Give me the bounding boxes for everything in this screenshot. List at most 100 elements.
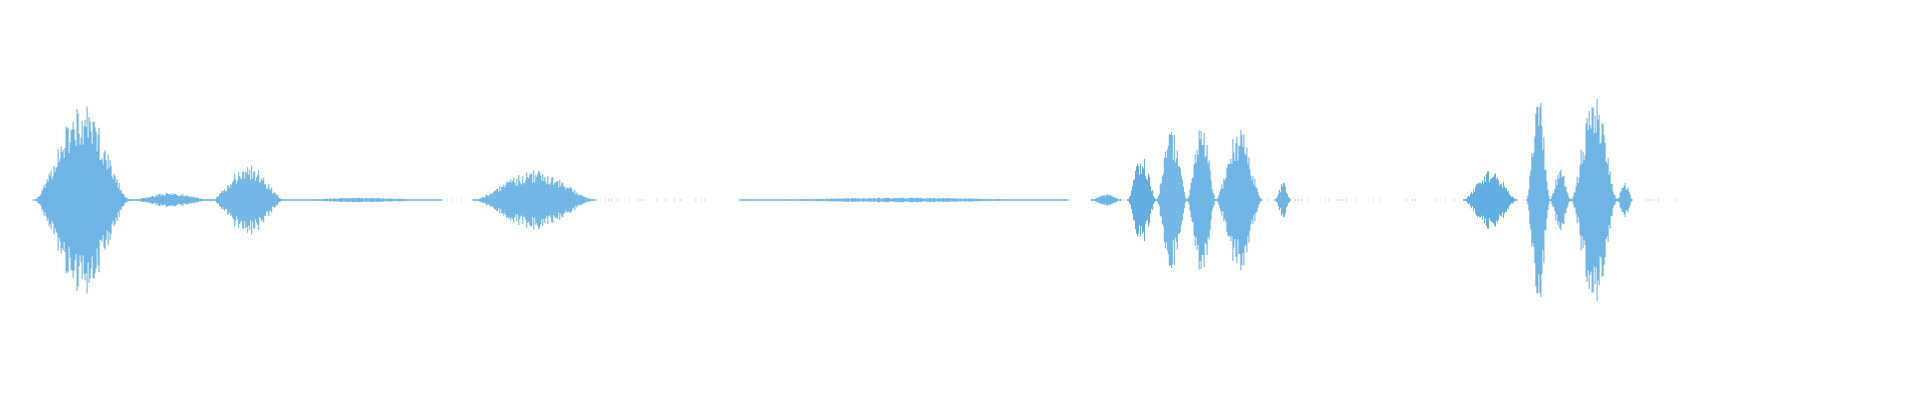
waveform-sample-bar <box>938 198 940 202</box>
waveform-sample-bar <box>935 198 937 202</box>
waveform-sample-bar <box>249 170 251 230</box>
waveform-sample-bar <box>219 193 221 207</box>
waveform-sample-bar <box>1615 198 1617 202</box>
waveform-sample-bar <box>37 197 39 203</box>
waveform-sample-bar <box>97 134 99 266</box>
waveform-sample-bar <box>1066 199 1068 201</box>
waveform-sample-bar <box>59 159 61 241</box>
waveform-sample-bar <box>1511 197 1512 203</box>
waveform-sample-bar <box>752 199 754 201</box>
waveform-sample-bar <box>1013 199 1015 201</box>
waveform-sample-bar <box>169 194 171 206</box>
waveform-sample-bar <box>1130 195 1131 205</box>
waveform-sample-bar <box>922 198 924 202</box>
waveform-sample-bar <box>54 171 56 229</box>
waveform-sample-bar <box>315 199 317 201</box>
waveform-sample-bar <box>1529 175 1531 225</box>
waveform-sample-bar <box>272 193 274 207</box>
waveform-sample-bar <box>198 198 200 202</box>
waveform-baseline-fleck <box>638 199 639 201</box>
waveform-sample-bar <box>580 194 582 206</box>
waveform-sample-bar <box>1049 199 1051 201</box>
waveform-sample-bar <box>491 193 493 207</box>
waveform-sample-bar <box>1101 195 1103 205</box>
waveform-sample-bar <box>319 199 321 201</box>
waveform-sample-bar <box>1546 181 1548 219</box>
waveform-sample-bar <box>1233 152 1235 248</box>
waveform-sample-bar <box>1284 186 1286 214</box>
waveform-sample-bar <box>1155 199 1157 201</box>
waveform-sample-bar <box>526 172 528 228</box>
waveform-sample-bar <box>230 183 232 217</box>
waveform-sample-bar <box>850 198 852 202</box>
waveform-sample-bar <box>1019 199 1021 201</box>
waveform-sample-bar <box>368 198 370 202</box>
waveform-sample-bar <box>1064 199 1066 201</box>
waveform-sample-bar <box>1614 195 1616 205</box>
waveform-sample-bar <box>417 199 419 201</box>
waveform-sample-bar <box>1050 199 1052 201</box>
waveform-sample-bar <box>586 198 588 202</box>
waveform-sample-bar <box>524 182 526 218</box>
waveform-baseline-fleck <box>1295 199 1296 201</box>
waveform-sample-bar <box>496 188 498 211</box>
waveform-sample-bar <box>1622 187 1624 212</box>
waveform-sample-bar <box>364 198 366 202</box>
waveform-sample-bar <box>523 183 525 217</box>
waveform-sample-bar <box>895 197 897 203</box>
waveform-sample-bar <box>857 198 859 202</box>
waveform-sample-bar <box>1133 180 1134 220</box>
waveform-sample-bar <box>402 199 404 201</box>
waveform-baseline-fleck <box>1652 199 1653 201</box>
waveform-sample-bar <box>576 192 578 208</box>
waveform-sample-bar <box>1590 128 1592 272</box>
waveform-sample-bar <box>1222 188 1224 212</box>
waveform-sample-bar <box>862 198 864 202</box>
waveform-sample-bar <box>203 199 205 201</box>
waveform-sample-bar <box>1527 195 1529 205</box>
waveform-sample-bar <box>1017 199 1019 201</box>
waveform-sample-bar <box>535 175 537 225</box>
waveform-sample-bar <box>1239 146 1241 254</box>
waveform-sample-bar <box>943 198 945 202</box>
waveform-sample-bar <box>1537 106 1539 294</box>
waveform-sample-bar <box>529 174 531 225</box>
waveform-sample-bar <box>1016 199 1018 201</box>
waveform-sample-bar <box>81 121 83 279</box>
waveform-sample-bar <box>1283 183 1285 217</box>
waveform-sample-bar <box>992 199 994 201</box>
waveform-sample-bar <box>208 199 210 201</box>
waveform-bars <box>32 99 1677 301</box>
waveform-baseline-fleck <box>1343 199 1344 201</box>
waveform-sample-bar <box>1149 177 1150 224</box>
waveform-sample-bar <box>194 197 196 203</box>
waveform-sample-bar <box>160 196 162 204</box>
waveform-sample-bar <box>1550 199 1552 202</box>
waveform-sample-bar <box>1002 199 1004 201</box>
waveform-sample-bar <box>1568 197 1570 203</box>
waveform-sample-bar <box>1465 199 1466 201</box>
waveform-sample-bar <box>1612 191 1614 209</box>
waveform-sample-bar <box>785 199 787 201</box>
waveform-sample-bar <box>894 198 896 202</box>
waveform-sample-bar <box>1191 178 1193 222</box>
waveform-sample-bar <box>1102 195 1104 204</box>
waveform-sample-bar <box>831 198 833 202</box>
waveform-sample-bar <box>1258 195 1260 205</box>
waveform-sample-bar <box>1497 177 1498 223</box>
waveform-sample-bar <box>1099 196 1101 204</box>
waveform-baseline-fleck <box>1337 199 1338 201</box>
waveform-sample-bar <box>830 198 832 202</box>
waveform-sample-bar <box>33 199 35 201</box>
waveform-sample-bar <box>216 197 218 203</box>
waveform-sample-bar <box>761 199 763 201</box>
waveform-sample-bar <box>543 181 545 219</box>
waveform-sample-bar <box>435 199 437 201</box>
waveform-sample-bar <box>1592 107 1594 293</box>
waveform-sample-bar <box>1240 130 1242 270</box>
waveform-sample-bar <box>841 198 843 202</box>
waveform-sample-bar <box>78 133 80 267</box>
waveform-sample-bar <box>1168 134 1170 267</box>
waveform-sample-bar <box>591 199 593 201</box>
waveform-sample-bar <box>1466 198 1467 202</box>
